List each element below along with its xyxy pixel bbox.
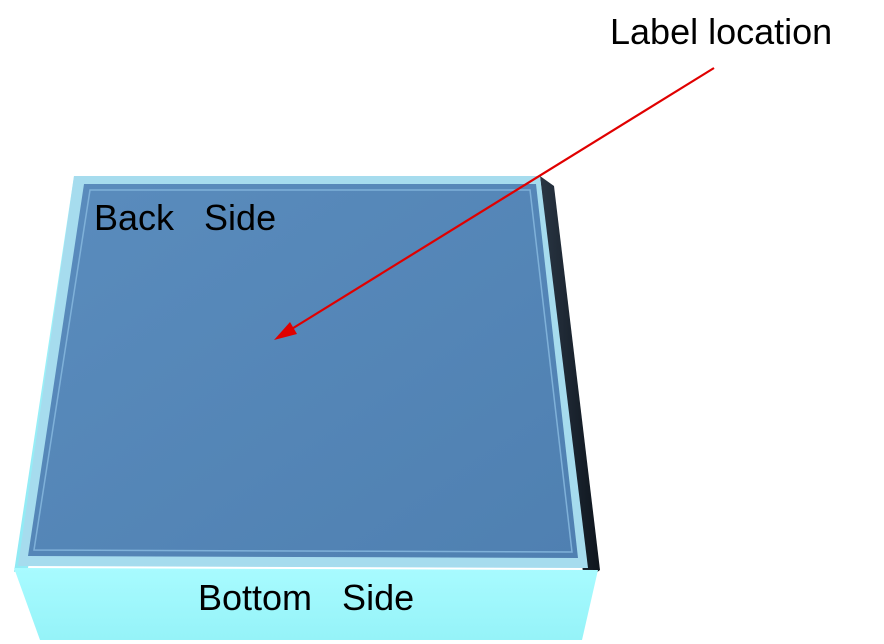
callout-label: Label location bbox=[610, 11, 833, 52]
box-top-bevel bbox=[33, 189, 573, 553]
bottom-side-label: Bottom Side bbox=[198, 577, 415, 618]
back-side-label: Back Side bbox=[94, 197, 277, 238]
callout-arrow-line bbox=[289, 67, 715, 331]
box-front-face bbox=[14, 568, 598, 640]
box-right-edge bbox=[540, 176, 600, 582]
arrow-pointer-icon bbox=[274, 322, 297, 340]
box-top-face bbox=[28, 184, 578, 558]
